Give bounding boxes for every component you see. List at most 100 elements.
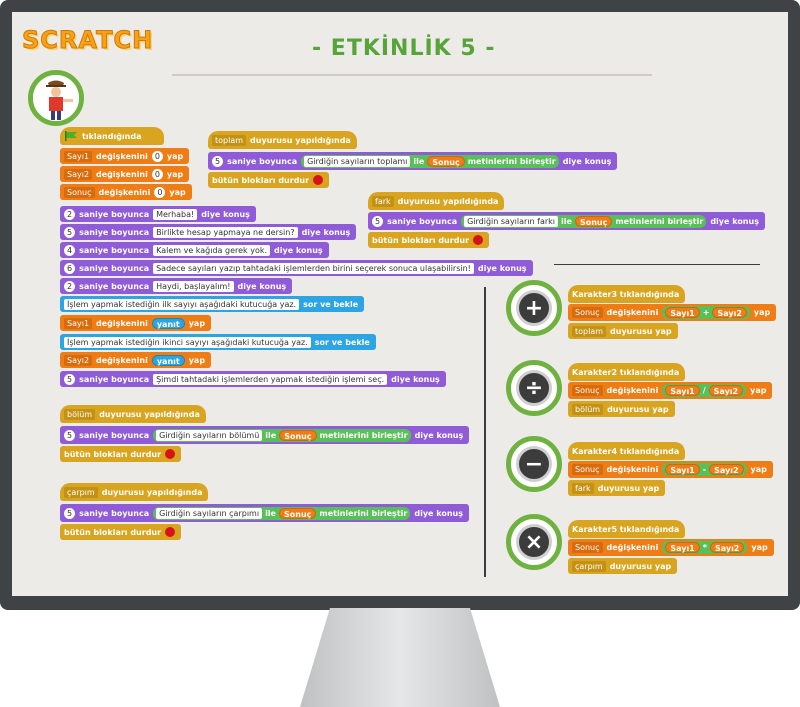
seconds-input[interactable]: 5: [64, 226, 76, 238]
variable-reporter[interactable]: Sonuç: [427, 155, 465, 167]
sprite-minus[interactable]: −: [506, 436, 562, 492]
ask-and-wait-block[interactable]: İşlem yapmak istediğin ilk sayıyı aşağıd…: [60, 296, 365, 312]
variable-reporter[interactable]: Sayı2: [712, 307, 747, 318]
set-variable-block[interactable]: Sonuç değişkenini Sayı1 - Sayı2 yap: [568, 461, 773, 478]
broadcast-hat-block[interactable]: bölüm duyurusu yapıldığında: [60, 405, 206, 423]
message-dropdown[interactable]: çarpım: [64, 486, 98, 498]
broadcast-hat-block[interactable]: toplam duyurusu yapıldığında: [208, 131, 357, 149]
join-reporter[interactable]: Girdiğin sayıların toplamı ile Sonuç met…: [301, 154, 559, 168]
variable-reporter[interactable]: Sayı2: [708, 385, 744, 396]
message-dropdown[interactable]: bölüm: [64, 408, 96, 420]
variable-reporter[interactable]: Sayı1: [665, 307, 700, 318]
seconds-input[interactable]: 6: [64, 262, 76, 274]
stop-all-block[interactable]: bütün blokları durdur: [208, 172, 330, 188]
operator-reporter[interactable]: Sayı1 - Sayı2: [662, 463, 747, 476]
operator-reporter[interactable]: Sayı1 / Sayı2: [662, 384, 747, 397]
variable-reporter[interactable]: Sayı2: [709, 464, 744, 475]
set-variable-block[interactable]: Sayı2 değişkenini yanıt yap: [60, 352, 212, 368]
variable-dropdown[interactable]: Sayı1: [64, 150, 93, 162]
message-input[interactable]: Sadece sayıları yazıp tahtadaki işlemler…: [153, 262, 474, 274]
question-input[interactable]: İşlem yapmak istediğin ilk sayıyı aşağıd…: [64, 298, 300, 310]
seconds-input[interactable]: 2: [64, 208, 76, 220]
say-join-block[interactable]: 5 saniye boyunca Girdiğin sayıların çarp…: [60, 504, 469, 522]
seconds-input[interactable]: 5: [372, 215, 384, 227]
join-reporter[interactable]: Girdiğin sayıların bölümü ile Sonuç meti…: [153, 428, 411, 442]
seconds-input[interactable]: 5: [64, 507, 76, 519]
message-dropdown[interactable]: çarpım: [572, 560, 606, 572]
broadcast-hat-block[interactable]: çarpım duyurusu yapıldığında: [60, 483, 209, 501]
answer-reporter[interactable]: yanıt: [151, 354, 185, 366]
set-variable-block[interactable]: Sonuç değişkenini Sayı1 * Sayı2 yap: [568, 539, 774, 556]
message-dropdown[interactable]: fark: [572, 482, 594, 494]
sprite-times[interactable]: ×: [506, 514, 562, 570]
join-text-input[interactable]: Girdiğin sayıların çarpımı: [156, 507, 263, 519]
value-input[interactable]: 0: [151, 168, 163, 180]
sprite-click-hat[interactable]: Karakter5 tıklandığında: [568, 520, 686, 538]
variable-reporter[interactable]: Sayı1: [665, 542, 700, 553]
sprite-plus[interactable]: +: [506, 280, 562, 336]
say-join-block[interactable]: 5 saniye boyunca Girdiğin sayıların bölü…: [60, 426, 470, 444]
sprite-divide[interactable]: ÷: [506, 360, 562, 416]
set-variable-block[interactable]: Sonuç değişkenini Sayı1 + Sayı2 yap: [568, 304, 777, 321]
variable-dropdown[interactable]: Sonuç: [572, 464, 603, 475]
operator-reporter[interactable]: Sayı1 * Sayı2: [662, 541, 748, 554]
say-join-block[interactable]: 5 saniye boyunca Girdiğin sayıların fark…: [368, 212, 765, 230]
message-dropdown[interactable]: toplam: [212, 134, 247, 146]
say-for-secs-block[interactable]: 2 saniye boyunca Merhaba! diye konuş: [60, 206, 256, 222]
message-input[interactable]: Merhaba!: [153, 208, 198, 220]
broadcast-block[interactable]: çarpım duyurusu yap: [568, 558, 678, 574]
broadcast-hat-block[interactable]: fark duyurusu yapıldığında: [368, 192, 505, 210]
variable-dropdown[interactable]: Sayı2: [64, 354, 93, 366]
sprite-click-hat[interactable]: Karakter3 tıklandığında: [568, 285, 686, 303]
variable-reporter[interactable]: Sayı1: [665, 464, 700, 475]
set-variable-block[interactable]: Sayı2 değişkenini 0 yap: [60, 166, 190, 182]
say-for-secs-block[interactable]: 5 saniye boyunca Şimdi tahtadaki işlemle…: [60, 371, 446, 387]
join-reporter[interactable]: Girdiğin sayıların farkı ile Sonuç metin…: [461, 214, 707, 228]
seconds-input[interactable]: 5: [212, 155, 224, 167]
stop-all-block[interactable]: bütün blokları durdur: [60, 446, 182, 462]
variable-dropdown[interactable]: Sonuç: [64, 186, 95, 198]
seconds-input[interactable]: 2: [64, 280, 76, 292]
variable-dropdown[interactable]: Sonuç: [572, 307, 603, 318]
message-dropdown[interactable]: toplam: [572, 325, 607, 337]
answer-reporter[interactable]: yanıt: [151, 317, 185, 329]
set-variable-block[interactable]: Sonuç değişkenini 0 yap: [60, 184, 192, 200]
message-dropdown[interactable]: fark: [372, 195, 394, 207]
ask-and-wait-block[interactable]: İşlem yapmak istediğin ikinci sayıyı aşa…: [60, 334, 376, 350]
value-input[interactable]: 0: [154, 186, 166, 198]
say-for-secs-block[interactable]: 4 saniye boyunca Kalem ve kağıda gerek y…: [60, 242, 329, 258]
variable-dropdown[interactable]: Sayı2: [64, 168, 93, 180]
variable-reporter[interactable]: Sayı2: [709, 542, 745, 553]
join-text-input[interactable]: Girdiğin sayıların bölümü: [156, 429, 263, 441]
variable-reporter[interactable]: Sayı1: [665, 385, 700, 396]
stop-all-block[interactable]: bütün blokları durdur: [368, 232, 490, 248]
message-input[interactable]: Birlikte hesap yapmaya ne dersin?: [153, 226, 298, 238]
set-variable-block[interactable]: Sayı1 değişkenini 0 yap: [60, 148, 190, 164]
flag-hat-block[interactable]: tıklandığında: [60, 127, 164, 145]
message-dropdown[interactable]: bölüm: [572, 403, 604, 415]
variable-dropdown[interactable]: Sonuç: [572, 542, 603, 553]
variable-dropdown[interactable]: Sayı1: [64, 317, 93, 329]
variable-dropdown[interactable]: Sonuç: [572, 385, 603, 396]
set-variable-block[interactable]: Sonuç değişkenini Sayı1 / Sayı2 yap: [568, 382, 773, 399]
set-variable-block[interactable]: Sayı1 değişkenini yanıt yap: [60, 315, 212, 331]
say-for-secs-block[interactable]: 2 saniye boyunca Haydi, başlayalım! diye…: [60, 278, 293, 294]
sprite-click-hat[interactable]: Karakter4 tıklandığında: [568, 442, 686, 460]
stop-all-block[interactable]: bütün blokları durdur: [60, 524, 182, 540]
seconds-input[interactable]: 5: [64, 373, 76, 385]
join-text-input[interactable]: Girdiğin sayıların farkı: [464, 215, 559, 227]
sprite-click-hat[interactable]: Karakter2 tıklandığında: [568, 363, 686, 381]
variable-reporter[interactable]: Sonuç: [279, 429, 317, 441]
message-input[interactable]: Kalem ve kağıda gerek yok.: [153, 244, 271, 256]
broadcast-block[interactable]: toplam duyurusu yap: [568, 323, 678, 339]
message-input[interactable]: Şimdi tahtadaki işlemlerden yapmak isted…: [153, 373, 388, 385]
seconds-input[interactable]: 5: [64, 429, 76, 441]
join-reporter[interactable]: Girdiğin sayıların çarpımı ile Sonuç met…: [153, 506, 411, 520]
seconds-input[interactable]: 4: [64, 244, 76, 256]
say-join-block[interactable]: 5 saniye boyunca Girdiğin sayıların topl…: [208, 152, 618, 170]
join-text-input[interactable]: Girdiğin sayıların toplamı: [304, 155, 411, 167]
operator-reporter[interactable]: Sayı1 + Sayı2: [662, 306, 750, 319]
question-input[interactable]: İşlem yapmak istediğin ikinci sayıyı aşa…: [64, 336, 311, 348]
variable-reporter[interactable]: Sonuç: [278, 507, 317, 519]
value-input[interactable]: 0: [151, 150, 163, 162]
